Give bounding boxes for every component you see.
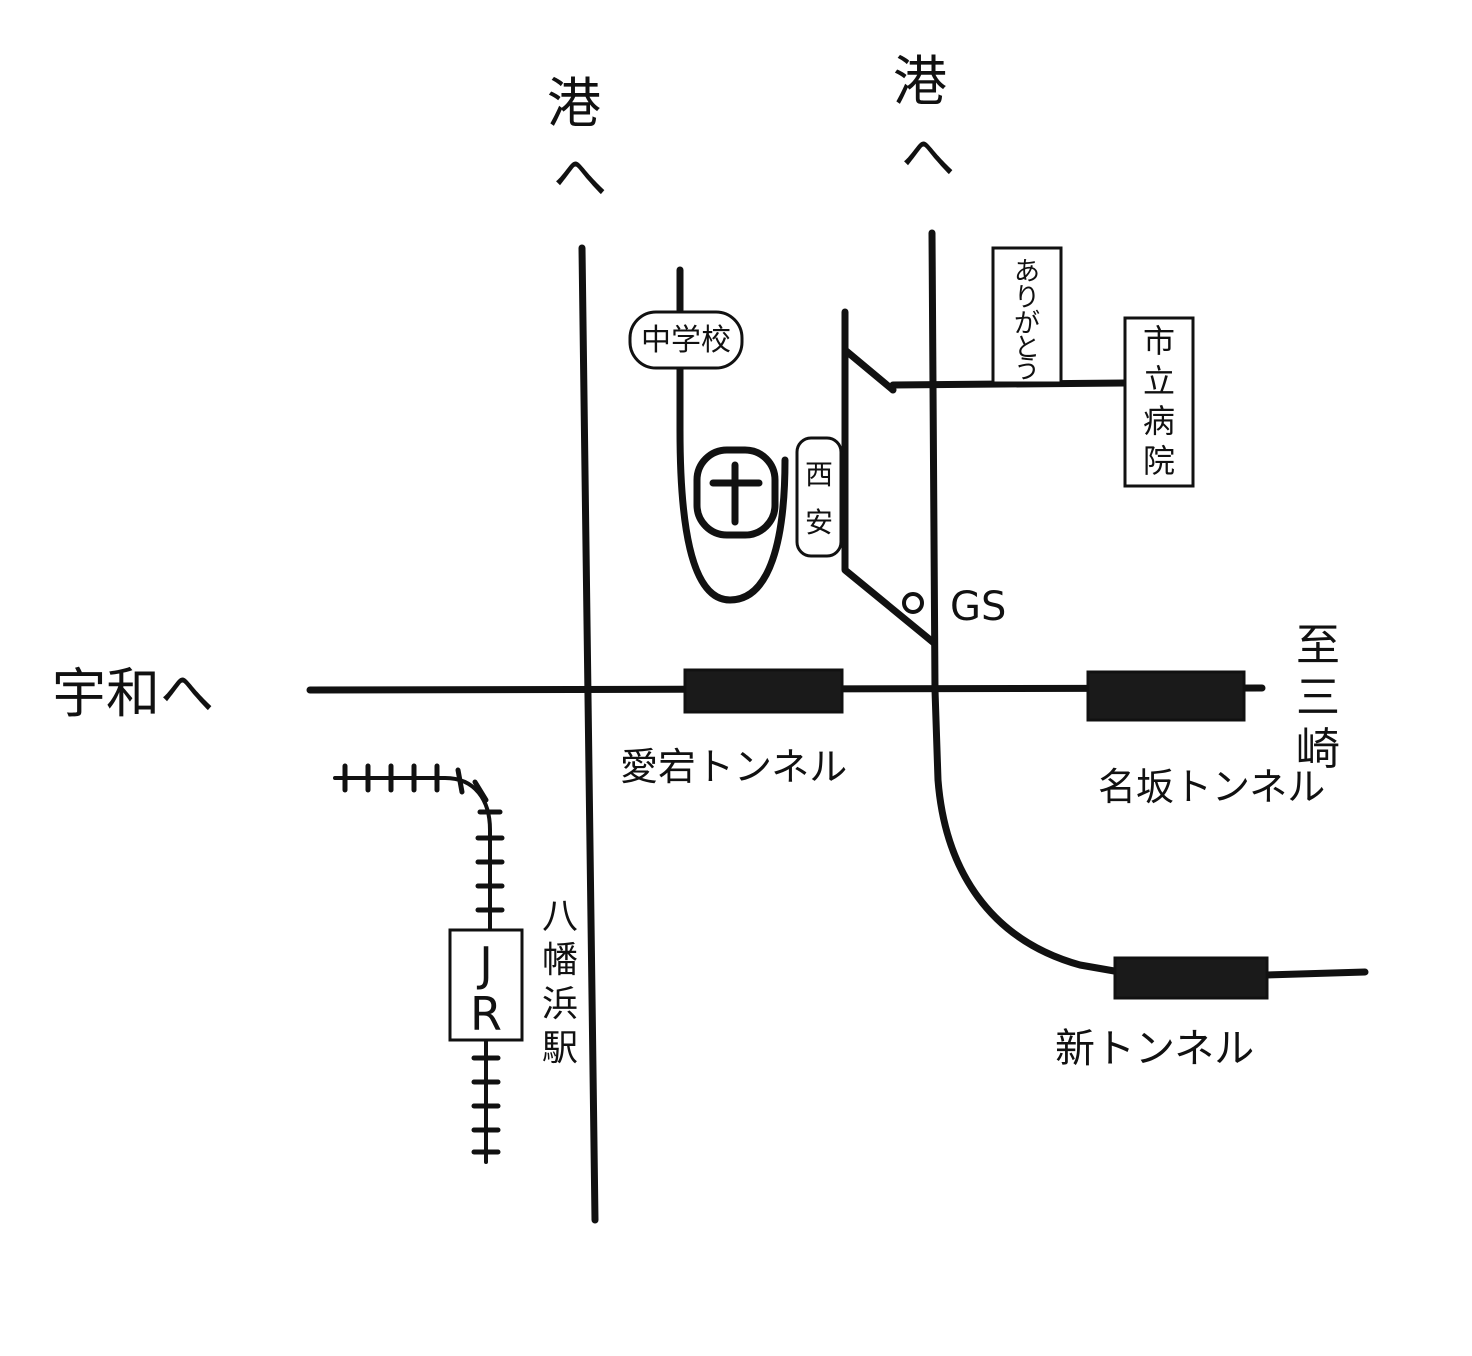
left-north-south-road — [578, 244, 599, 1224]
to-port-left-label: 港 へ — [547, 72, 607, 209]
nishiyasu-char-2: 安 — [805, 506, 833, 539]
new-tunnel-label: 新トンネル — [1055, 1026, 1254, 1072]
to-port-left-char-2: へ — [553, 146, 607, 209]
to-uwa-label: 宇和へ — [52, 662, 214, 725]
arigatou-char-3: が — [1014, 309, 1040, 339]
to-misaki-label: 至 三 崎 — [1296, 620, 1340, 775]
nishiyasu-char-1: 西 — [805, 458, 833, 491]
city-hospital: 市 立 病 院 — [1123, 316, 1195, 488]
middle-school-marker — [628, 310, 744, 370]
city-hospital-char-3: 病 — [1143, 402, 1175, 440]
railway-track-icon — [333, 763, 505, 1164]
yawatahama-char-2: 幡 — [542, 940, 578, 981]
nasaka-tunnel — [1086, 670, 1246, 722]
nasaka-tunnel-label: 名坂トンネル — [1098, 765, 1325, 809]
nishiyasu-marker — [795, 436, 843, 558]
jr-char-1: J — [476, 937, 493, 991]
railway-line-north — [333, 776, 492, 932]
city-hospital-char-1: 市 — [1143, 322, 1175, 360]
jr-char-2: R — [470, 987, 502, 1041]
gas-station-label: GS — [950, 584, 1006, 630]
new-tunnel — [1113, 956, 1269, 1000]
circle-icon — [902, 592, 924, 614]
church — [693, 446, 779, 539]
city-hospital-char-2: 立 — [1143, 362, 1175, 400]
jr-station: J R — [448, 928, 524, 1042]
yawatahama-char-1: 八 — [542, 896, 578, 937]
yawatahama-char-3: 浜 — [542, 984, 578, 1025]
to-port-right-char-2: へ — [901, 126, 955, 189]
to-port-right-char-1: 港 — [893, 50, 947, 113]
gas-station: GS — [902, 584, 1006, 630]
atago-tunnel — [683, 668, 844, 714]
middle-school-label: 中学校 — [641, 323, 731, 358]
school-loop-road — [676, 364, 789, 604]
arigatou: あ り が と う — [991, 246, 1063, 385]
diagonal-road-upper — [841, 346, 897, 394]
new-tunnel-exit-road — [1261, 968, 1369, 979]
to-port-left-char-1: 港 — [547, 72, 601, 135]
city-hospital-marker — [1123, 316, 1195, 488]
yawatahama-char-4: 駅 — [542, 1028, 578, 1069]
cross-icon — [709, 461, 763, 526]
to-misaki-char-3: 崎 — [1296, 724, 1340, 775]
railway-tie — [472, 779, 489, 803]
middle-school: 中学校 — [628, 310, 744, 370]
yawatahama-station-label: 八 幡 浜 駅 — [542, 896, 578, 1069]
jr-station-marker — [448, 928, 524, 1042]
arigatou-char-2: り — [1014, 283, 1040, 313]
nishiyasu: 西 安 — [795, 436, 843, 558]
to-misaki-char-1: 至 — [1296, 620, 1340, 671]
arigatou-char-5: う — [1014, 355, 1040, 385]
arigatou-marker — [991, 246, 1063, 385]
to-port-right-label: 港 へ — [893, 50, 955, 189]
arigatou-char-4: と — [1014, 333, 1040, 363]
arigatou-char-1: あ — [1014, 257, 1040, 287]
atago-tunnel-label: 愛宕トンネル — [620, 745, 847, 789]
nishiyasu-road — [841, 308, 938, 647]
city-hospital-char-4: 院 — [1143, 442, 1175, 480]
to-misaki-char-2: 三 — [1296, 672, 1340, 723]
right-north-south-road — [928, 229, 1124, 976]
railway-tie — [455, 767, 465, 795]
